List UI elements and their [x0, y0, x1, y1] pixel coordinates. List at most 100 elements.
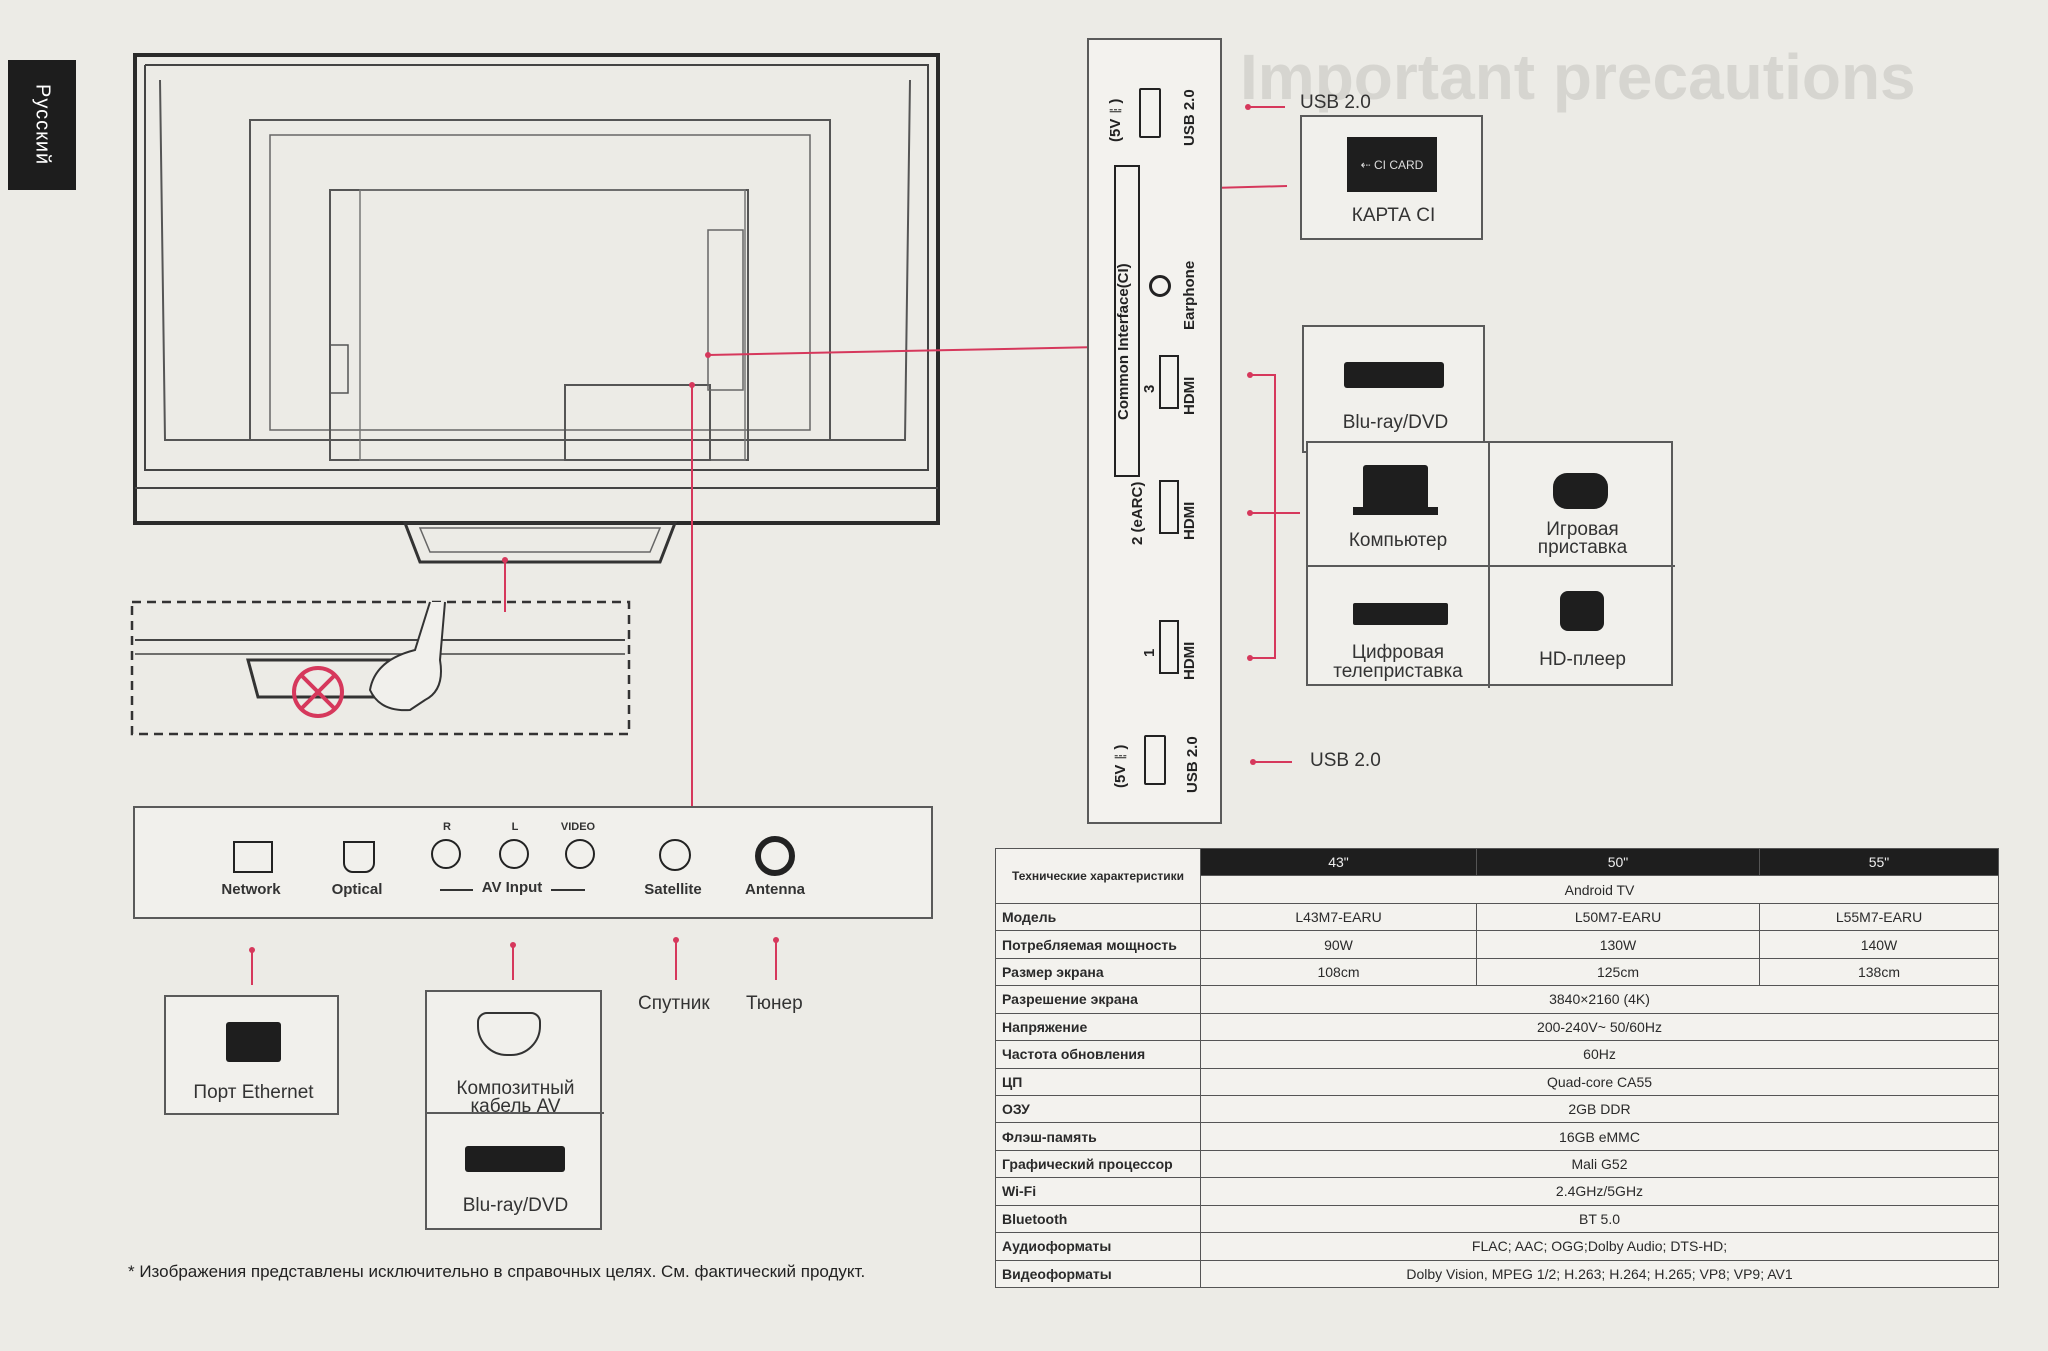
ci-card-label: КАРТА CI	[1351, 205, 1436, 226]
spec-value: 130W	[1476, 930, 1760, 959]
hdmi1-number: 1	[1141, 648, 1158, 657]
ethernet-port-icon	[226, 1022, 281, 1062]
av-r-jack-icon	[431, 839, 461, 869]
spec-key: ЦП	[995, 1067, 1201, 1096]
earphone-label: Earphone	[1181, 260, 1198, 330]
spec-header-50: 50"	[1476, 847, 1760, 877]
av-video-label: VIDEO	[560, 821, 596, 833]
bluray-bottom-label: Blu-ray/DVD	[462, 1195, 569, 1216]
spec-key: Модель	[995, 902, 1201, 932]
usb-top-label: USB 2.0	[1181, 89, 1198, 146]
spec-table: Технические характеристики 43" 50" 55" A…	[995, 847, 1999, 1289]
spec-key: Аудиоформаты	[995, 1232, 1201, 1261]
usb-bottom-callout: USB 2.0	[1310, 750, 1381, 771]
spec-value: 140W	[1759, 930, 1999, 959]
hdmi1-label: HDMI	[1181, 641, 1198, 680]
av-r-label: R	[443, 821, 451, 833]
spec-value: L43M7-EARU	[1200, 902, 1477, 932]
spec-value: 2.4GHz/5GHz	[1200, 1177, 1999, 1206]
spec-value: Dolby Vision, MPEG 1/2; H.263; H.264; H.…	[1200, 1259, 1999, 1289]
spec-value: L55M7-EARU	[1759, 902, 1999, 932]
spec-key: Видеоформаты	[995, 1259, 1201, 1289]
network-port-icon	[233, 841, 273, 873]
hdmi3-port-icon	[1159, 355, 1179, 409]
ci-card-callout: ⇠ CI CARD КАРТА CI	[1300, 115, 1483, 240]
spec-key: Потребляемая мощность	[995, 930, 1201, 959]
satellite-label: Satellite	[644, 881, 702, 898]
bluray-player-icon	[465, 1146, 565, 1172]
laptop-icon	[1363, 465, 1428, 507]
spec-value: Mali G52	[1200, 1149, 1999, 1179]
spec-value: 3840×2160 (4K)	[1200, 985, 1999, 1014]
spec-key: Wi-Fi	[995, 1177, 1201, 1206]
usb-bottom-label: USB 2.0	[1184, 736, 1201, 793]
spec-value: 138cm	[1759, 957, 1999, 987]
gamepad-icon	[1553, 473, 1608, 509]
spec-value: 200-240V~ 50/60Hz	[1200, 1012, 1999, 1042]
network-label: Network	[221, 881, 281, 898]
spec-value: 16GB eMMC	[1200, 1122, 1999, 1151]
spec-key: Разрешение экрана	[995, 985, 1201, 1014]
ethernet-callout: Порт Ethernet	[164, 995, 339, 1115]
tuner-ru-label: Тюнер	[746, 993, 803, 1014]
spec-value: L50M7-EARU	[1476, 902, 1760, 932]
side-connector-panel: USB 2.0 (5V⎓) Common Interface(CI) Earph…	[1087, 38, 1222, 824]
spec-value: 2GB DDR	[1200, 1094, 1999, 1124]
usb-port-icon	[1144, 735, 1166, 785]
usb-top-callout: USB 2.0	[1300, 92, 1371, 113]
spec-key: Напряжение	[995, 1012, 1201, 1042]
spec-key: Частота обновления	[995, 1040, 1201, 1069]
hdmi2-label: HDMI	[1181, 501, 1198, 540]
spec-header-title: Технические характеристики	[995, 848, 1201, 904]
spec-value: BT 5.0	[1200, 1204, 1999, 1234]
spec-key: Флэш-память	[995, 1122, 1201, 1151]
spec-value: 108cm	[1200, 957, 1477, 987]
usb-top-power: (5V⎓)	[1107, 98, 1124, 142]
hdmi2-number: 2 (eARC)	[1129, 481, 1146, 545]
hand-illustration	[368, 601, 446, 712]
hd-player-label: HD-плеер	[1539, 649, 1626, 670]
spec-value: FLAC; AAC; OGG;Dolby Audio; DTS-HD;	[1200, 1232, 1999, 1261]
language-tab: Русский	[8, 60, 76, 190]
spec-header-55: 55"	[1759, 847, 1999, 877]
hdmi2-port-icon	[1159, 480, 1179, 534]
satellite-ru-label: Спутник	[638, 993, 710, 1014]
antenna-label: Antenna	[745, 881, 805, 898]
av-video-jack-icon	[565, 839, 595, 869]
ci-card-icon: ⇠ CI CARD	[1347, 137, 1437, 192]
spec-value: 90W	[1200, 930, 1477, 959]
spec-key: ОЗУ	[995, 1094, 1201, 1124]
spec-key: Bluetooth	[995, 1204, 1201, 1234]
hdmi3-number: 3	[1141, 384, 1158, 393]
bluray-player-icon	[1344, 362, 1444, 388]
ghost-heading: Important precautions	[1240, 41, 1916, 113]
optical-label: Optical	[331, 881, 383, 898]
bluray-callout-top: Blu-ray/DVD	[1302, 325, 1485, 453]
spec-os: Android TV	[1200, 875, 1999, 904]
av-l-label: L	[511, 821, 519, 833]
ci-slot-label: Common Interface(CI)	[1115, 263, 1132, 420]
spec-key: Графический процессор	[995, 1149, 1201, 1179]
composite-cable-icon	[477, 1012, 541, 1056]
usb-port-icon	[1139, 88, 1161, 138]
hdmi1-port-icon	[1159, 620, 1179, 674]
spec-key: Размер экрана	[995, 957, 1201, 987]
spec-value: 60Hz	[1200, 1040, 1999, 1069]
tv-frame	[133, 53, 940, 525]
av-input-label: AV Input	[473, 879, 551, 896]
optical-port-icon	[343, 841, 375, 873]
settop-box-icon	[1353, 603, 1448, 625]
spec-value: Quad-core CA55	[1200, 1067, 1999, 1096]
